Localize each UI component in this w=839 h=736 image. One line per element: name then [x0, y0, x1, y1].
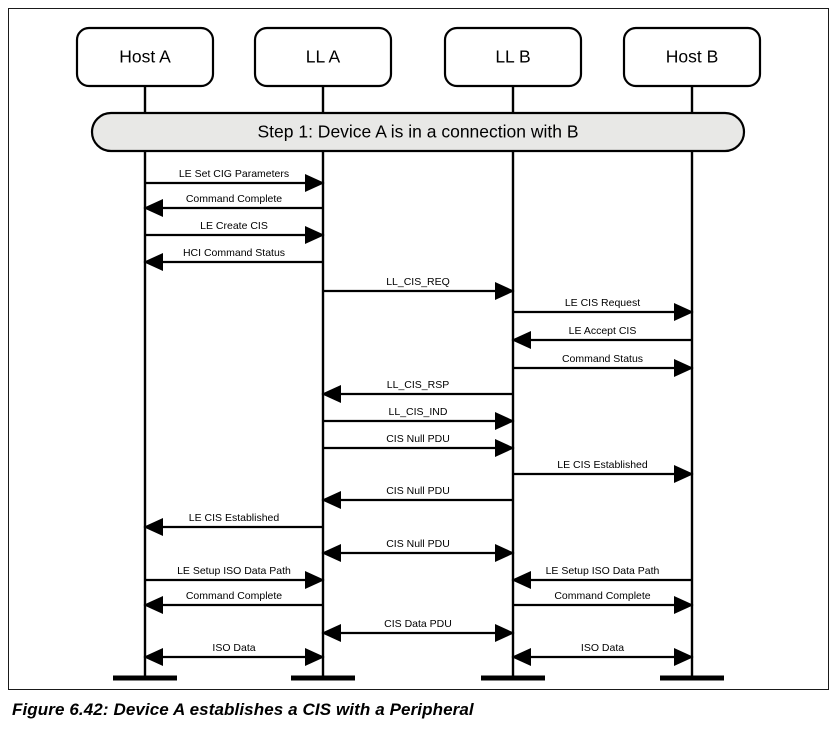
actor-label-host-a: Host A [119, 47, 171, 67]
actor-box-host-a[interactable] [75, 26, 215, 88]
message-label: Command Complete [554, 590, 650, 602]
actor-label-host-b: Host B [666, 47, 719, 67]
message-17: Command Complete [143, 590, 323, 615]
message-label: ISO Data [581, 642, 624, 654]
message-11: LE CIS Established [513, 459, 694, 484]
message-18: Command Complete [513, 590, 694, 615]
message-label: Command Status [562, 353, 643, 365]
message-label: ISO Data [212, 642, 255, 654]
actors-layer: Host A LL A LL B Host B [75, 26, 762, 88]
message-8: LL_CIS_RSP [321, 379, 513, 404]
actor-label-ll-a: LL A [306, 47, 341, 67]
figure-frame: Step 1: Device A is in a connection with… [8, 8, 829, 690]
message-20: ISO Data [143, 642, 325, 667]
message-21: ISO Data [511, 642, 694, 667]
message-label: LE Setup ISO Data Path [177, 565, 291, 577]
message-label: LE Create CIS [200, 220, 268, 232]
message-label: LL_CIS_RSP [387, 379, 449, 391]
message-label: LE CIS Request [565, 297, 640, 309]
message-5: LE CIS Request [513, 297, 694, 322]
message-label: LL_CIS_REQ [386, 276, 450, 288]
message-12: CIS Null PDU [321, 485, 513, 510]
message-1: Command Complete [143, 193, 323, 218]
message-label: CIS Null PDU [386, 485, 450, 497]
message-6: LE Accept CIS [511, 325, 692, 350]
message-0: LE Set CIG Parameters [145, 168, 325, 193]
message-label: CIS Null PDU [386, 538, 450, 550]
actor-box-ll-a[interactable] [253, 26, 393, 88]
message-15: LE Setup ISO Data Path [145, 565, 325, 590]
message-label: Command Complete [186, 590, 282, 602]
message-label: Command Complete [186, 193, 282, 205]
message-label: CIS Data PDU [384, 618, 452, 630]
message-4: LL_CIS_REQ [323, 276, 515, 301]
message-3: HCI Command Status [143, 247, 323, 272]
step-banner: Step 1: Device A is in a connection with… [90, 111, 746, 153]
message-label: LE CIS Established [189, 512, 280, 524]
message-14: CIS Null PDU [321, 538, 515, 563]
message-label: LE CIS Established [557, 459, 648, 471]
message-label: LL_CIS_IND [389, 406, 448, 418]
message-19: CIS Data PDU [321, 618, 515, 643]
sequence-diagram: Step 1: Device A is in a connection with… [75, 26, 762, 681]
message-label: LE Accept CIS [569, 325, 637, 337]
message-7: Command Status [513, 353, 694, 378]
message-16: LE Setup ISO Data Path [511, 565, 692, 590]
message-label: CIS Null PDU [386, 433, 450, 445]
message-13: LE CIS Established [143, 512, 323, 537]
step-banner-label: Step 1: Device A is in a connection with… [257, 122, 578, 142]
figure-caption: Figure 6.42: Device A establishes a CIS … [12, 700, 474, 719]
actor-box-host-b[interactable] [622, 26, 762, 88]
actor-box-ll-b[interactable] [443, 26, 583, 88]
message-2: LE Create CIS [145, 220, 325, 245]
message-label: HCI Command Status [183, 247, 285, 259]
message-9: LL_CIS_IND [323, 406, 515, 431]
actor-label-ll-b: LL B [495, 47, 530, 67]
message-10: CIS Null PDU [323, 433, 515, 458]
step-banner-box [90, 111, 746, 153]
message-label: LE Set CIG Parameters [179, 168, 289, 180]
message-label: LE Setup ISO Data Path [546, 565, 660, 577]
